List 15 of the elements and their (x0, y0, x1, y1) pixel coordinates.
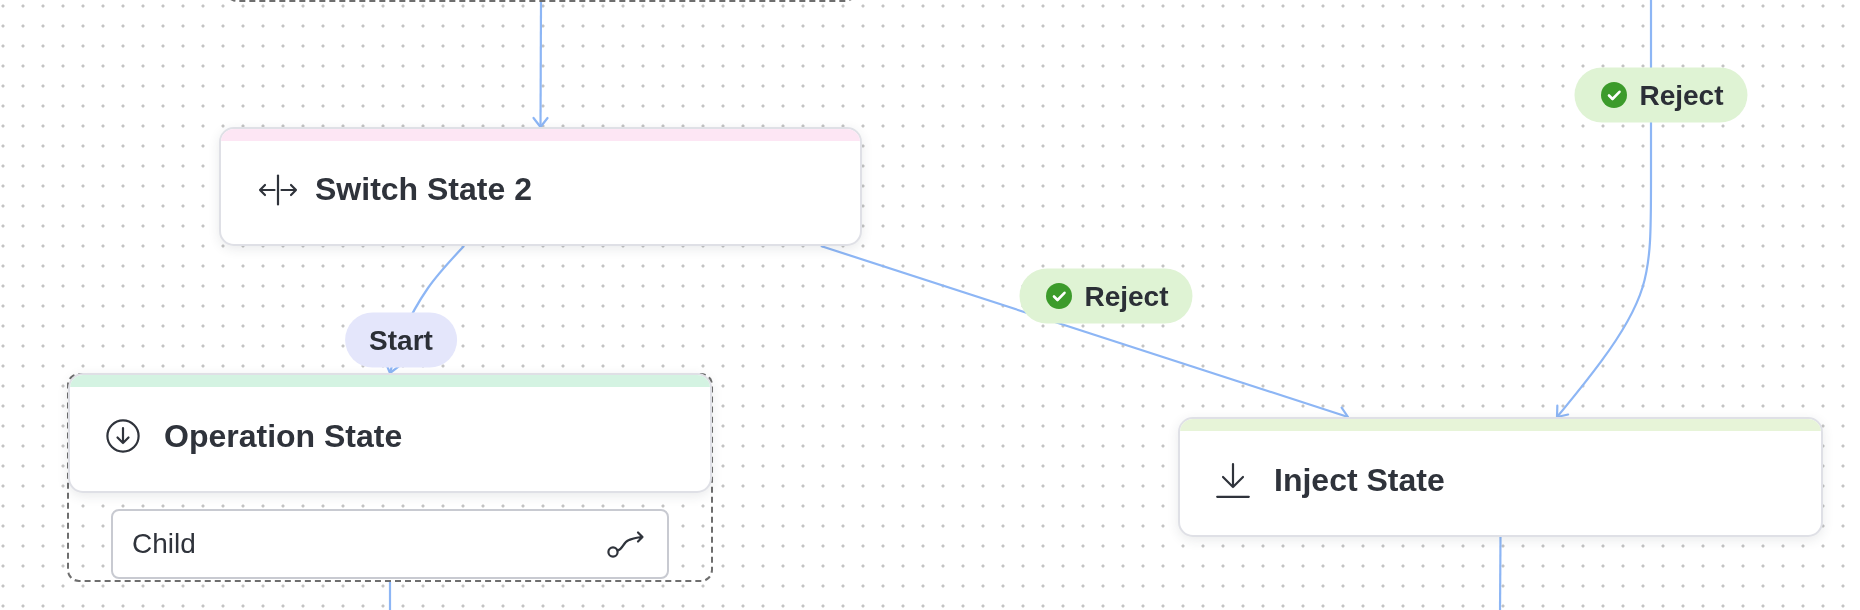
state-card (219, 127, 862, 246)
connector-line (388, 582, 392, 610)
dashed-group-outline (67, 373, 713, 582)
state-title: Inject State (1274, 460, 1445, 500)
edge-label: Reject (1019, 268, 1193, 324)
edge-label: Start (345, 312, 457, 368)
edge-label: Reject (1574, 67, 1748, 123)
state-card (68, 373, 712, 493)
arrow (532, 2, 549, 129)
state-title: Operation State (164, 416, 403, 456)
child-item (111, 509, 669, 579)
state-card (1178, 417, 1823, 537)
child-label: Child (132, 527, 196, 561)
state-title: Switch State 2 (315, 170, 532, 209)
connector-line (1498, 537, 1502, 610)
